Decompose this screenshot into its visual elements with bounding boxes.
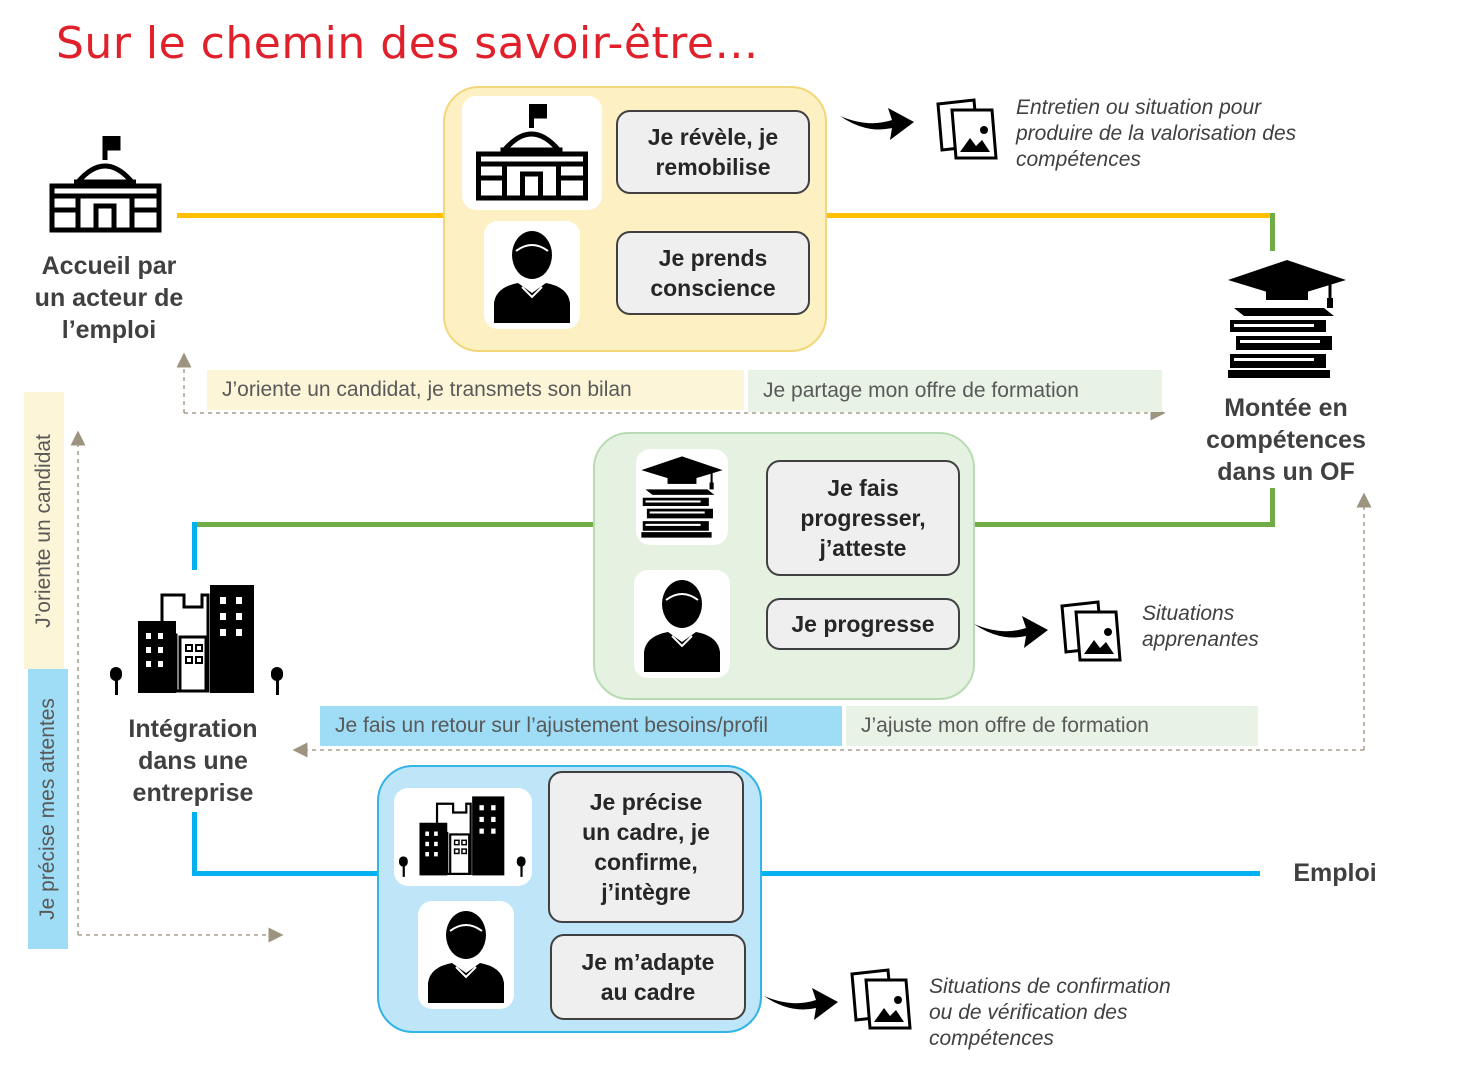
step-precise-cadre: Je précise un cadre, je confirme, j’intè… [548, 771, 744, 923]
note-entretien: Entretien ou situation pour produire de … [1016, 96, 1297, 171]
blue-path-right [758, 871, 1260, 876]
city-icon [110, 583, 285, 698]
step-prends-conscience: Je prends conscience [616, 231, 810, 315]
note-confirmation: Situations de confirmation ou de vérific… [929, 975, 1171, 1050]
building-icon [462, 96, 602, 210]
strip-retour-ajustement: Je fais un retour sur l’ajustement besoi… [320, 706, 842, 746]
document-image-icon [1058, 598, 1124, 664]
person-icon [484, 221, 580, 329]
graduation-books-icon [636, 449, 728, 545]
graduation-books-icon [1226, 258, 1348, 380]
green-path-top-right [1270, 213, 1275, 251]
curved-arrow-icon [972, 606, 1050, 650]
step-fais-progresser: Je fais progresser, j’atteste [766, 460, 960, 576]
node-emploi: Emploi [1293, 859, 1377, 887]
green-path-right [971, 522, 1275, 527]
document-image-icon [848, 966, 914, 1032]
strip-oriente-candidat: J’oriente un candidat [24, 392, 64, 669]
strip-oriente-bilan: J’oriente un candidat, je transmets son … [207, 370, 744, 410]
green-path-left [192, 522, 595, 527]
green-path-bottom-right [1270, 488, 1275, 527]
node-integration: Intégration dans une entreprise [128, 715, 258, 807]
step-revele: Je révèle, je remobilise [616, 110, 810, 194]
blue-path-top [192, 522, 197, 570]
person-icon [634, 570, 730, 678]
note-apprenantes: Situations apprenantes [1142, 602, 1259, 651]
person-icon [418, 901, 514, 1009]
yellow-path-right [823, 213, 1275, 218]
step-progresse: Je progresse [766, 598, 960, 650]
page-title: Sur le chemin des savoir-être… [56, 18, 759, 69]
step-adapte: Je m’adapte au cadre [550, 934, 746, 1020]
strip-partage-offre: Je partage mon offre de formation [748, 370, 1162, 412]
curved-arrow-icon [762, 978, 840, 1022]
strip-precise-attentes: Je précise mes attentes [28, 669, 68, 949]
building-icon [48, 136, 163, 234]
document-image-icon [934, 96, 1000, 162]
node-montee: Montée en compétences dans un OF [1206, 394, 1366, 486]
node-accueil: Accueil par un acteur de l’emploi [34, 252, 184, 344]
strip-ajuste-offre: J’ajuste mon offre de formation [846, 706, 1258, 746]
curved-arrow-icon [838, 98, 916, 142]
blue-path-left [192, 871, 379, 876]
city-icon [394, 788, 532, 886]
blue-path-bottom [192, 812, 197, 876]
yellow-path-left [177, 213, 445, 218]
